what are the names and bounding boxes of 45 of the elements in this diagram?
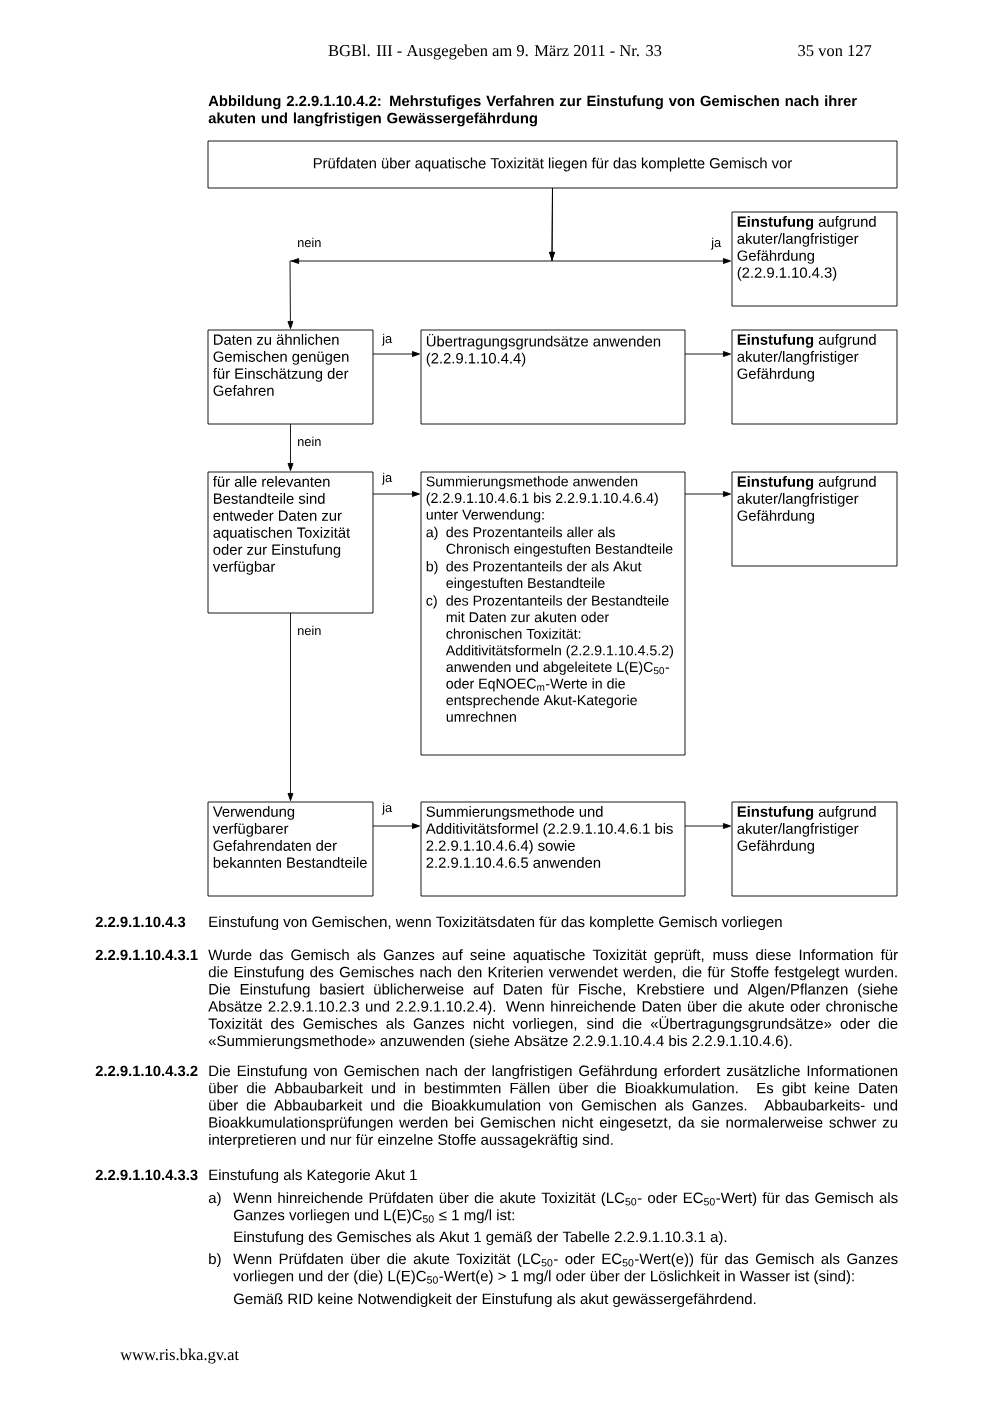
condition-box: für alle relevanten Bestandteile sind entweder Daten zur aquatischen Toxizität oder zur Einstufung verfügbar (207, 471, 374, 614)
section-number: 2.2.9.1.10.4.3.1 (95, 949, 198, 961)
header-text: BGBl. III - Ausgegeben am 9. März 2011 - Nr. 33 (328, 44, 662, 60)
list-marker: a) (208, 1192, 221, 1207)
edge-label: nein (298, 625, 321, 636)
arrow (287, 187, 555, 330)
footer-url: www.ris.bka.gv.at (120, 1348, 239, 1364)
list-item-text: Wenn hinreichende Prüfdaten über die akute Toxizität (LC$_{50}$- oder EC$_{50}$-Wert) für das Gemisch als Ganzes vorliegen und L(E)C$_{50}$ ≤ 1 mg/l ist: (233, 1192, 898, 1224)
edge-label: ja (381, 333, 393, 346)
arrow (684, 491, 732, 497)
edge-label: nein (298, 237, 321, 248)
arrow (372, 823, 421, 829)
page-number: 35 von 127 (798, 45, 872, 57)
list-item-text: Wenn Prüfdaten über die akute Toxizität (LC$_{50}$- oder EC$_{50}$-Wert(e)) für das Gemisch als Ganzes vorliegen und der (die) L(E)C$_{50}$-Wert(e) > 1 mg/l oder über der Löslichkeit in Wasser ist (sind): (233, 1253, 898, 1285)
section-number: 2.2.9.1.10.4.3 (95, 916, 186, 928)
list-marker: b) (209, 1253, 221, 1268)
paragraph: Die Einstufung von Gemischen nach der langfristigen Gefährdung erfordert zusätzliche Informationen über die Abbaubarkeit und in bestimmten Fällen über die Bioakkumulation. Es gibt keine Daten über die Abbaubarkeit und die Bioakkumulation von Gemischen als Ganzes. Abbaubarkeits- und Bioakkumulationsprüfungen werden bei Gemischen nicht eingesetzt, da sie normalerweise schwer zu interpretieren und nur für einzelne Stoffe aussagekräftig sind. (209, 1065, 898, 1148)
arrow (684, 351, 732, 357)
section-number: 2.2.9.1.10.4.3.3 (95, 1169, 198, 1181)
arrow (684, 823, 732, 829)
paragraph: Gemäß RID keine Notwendigkeit der Einstufung als akut gewässergefährdend. (233, 1293, 756, 1308)
arrow (372, 351, 421, 357)
condition-box: Prüfdaten über aquatische Toxizität liegen für das komplette Gemisch vor (207, 140, 898, 189)
result-box: Einstufung aufgrund akuter/langfristiger Gefährdung (2.2.9.1.10.4.3) (731, 211, 898, 307)
arrow (372, 491, 421, 497)
arrow (287, 612, 294, 802)
section-heading: Einstufung von Gemischen, wenn Toxizitätsdaten für das komplette Gemisch vorliegen (209, 916, 782, 931)
edge-label: ja (710, 237, 722, 250)
paragraph: Einstufung des Gemisches als Akut 1 gemäß der Tabelle 2.2.9.1.10.3.1 a). (234, 1231, 727, 1246)
process-box: Übertragungsgrundsätze anwenden (2.2.9.1.10.4.4) (420, 329, 686, 425)
arrow (287, 423, 294, 472)
condition-box: Verwendung verfügbarer Gefahrendaten der bekannten Bestandteile (207, 801, 374, 897)
section-heading: Einstufung als Kategorie Akut 1 (209, 1169, 417, 1184)
result-box: Einstufung aufgrund akuter/langfristiger Gefährdung (731, 471, 898, 567)
section-number: 2.2.9.1.10.4.3.2 (95, 1065, 198, 1077)
paragraph: Wurde das Gemisch als Ganzes auf seine aquatische Toxizität geprüft, muss diese Information für die Einstufung des Gemisches nach den Kriterien verwendet werden, die für Stoffe festgelegt wurden. Die Einstufung basiert üblicherweise auf Daten für Fische, Krebstiere und Algen/Pflanzen (siehe Absätze 2.2.9.1.10.2.3 und 2.2.9.1.10.2.4). Wenn hinreichende Daten über die akute oder chronische Toxizität des Gemisches als Ganzes nicht vorliegen, sind die «Übertragungsgrundsätze» oder die «Summierungsmethode» anzuwenden (siehe Absätze 2.2.9.1.10.4.4 bis 2.2.9.1.10.4.6). (208, 949, 898, 1050)
edge-label: ja (381, 472, 393, 485)
result-box: Einstufung aufgrund akuter/langfristiger Gefährdung (731, 801, 898, 897)
process-box: Summierungsmethode und Additivitätsformel (2.2.9.1.10.4.6.1 bis 2.2.9.1.10.4.6.4) sowie 2.2.9.1.10.4.6.5 anwenden (420, 801, 686, 897)
edge-label: nein (298, 436, 321, 447)
condition-box: Daten zu ähnlichen Gemischen genügen für Einschätzung der Gefahren (207, 329, 374, 425)
result-box: Einstufung aufgrund akuter/langfristiger Gefährdung (731, 329, 898, 425)
figure-title: Abbildung 2.2.9.1.10.4.2: Mehrstufiges Verfahren zur Einstufung von Gemischen nach ihrer akuten und langfristigen Gewässergefährdung (208, 95, 857, 127)
edge-label: ja (381, 802, 393, 815)
process-box: Summierungsmethode anwenden (2.2.9.1.10.4.6.1 bis 2.2.9.1.10.4.6.4) unter Verwendung: a) des Prozentanteils aller als Chronisch eingestuften Bestandteile b) des Prozentanteils der als Akut eingestuften Bestandteile c) des Prozentanteils der Bestandteile mit Daten zur akuten oder chronischen Toxizität: Additivitätsformeln (2.2.9.1.10.4.5.2) anwenden und abgeleitete L(E)C$_{50}$- oder EqNOEC$_{m}$-Werte in die entsprechende Akut-Kategorie umrechnen (420, 471, 686, 756)
